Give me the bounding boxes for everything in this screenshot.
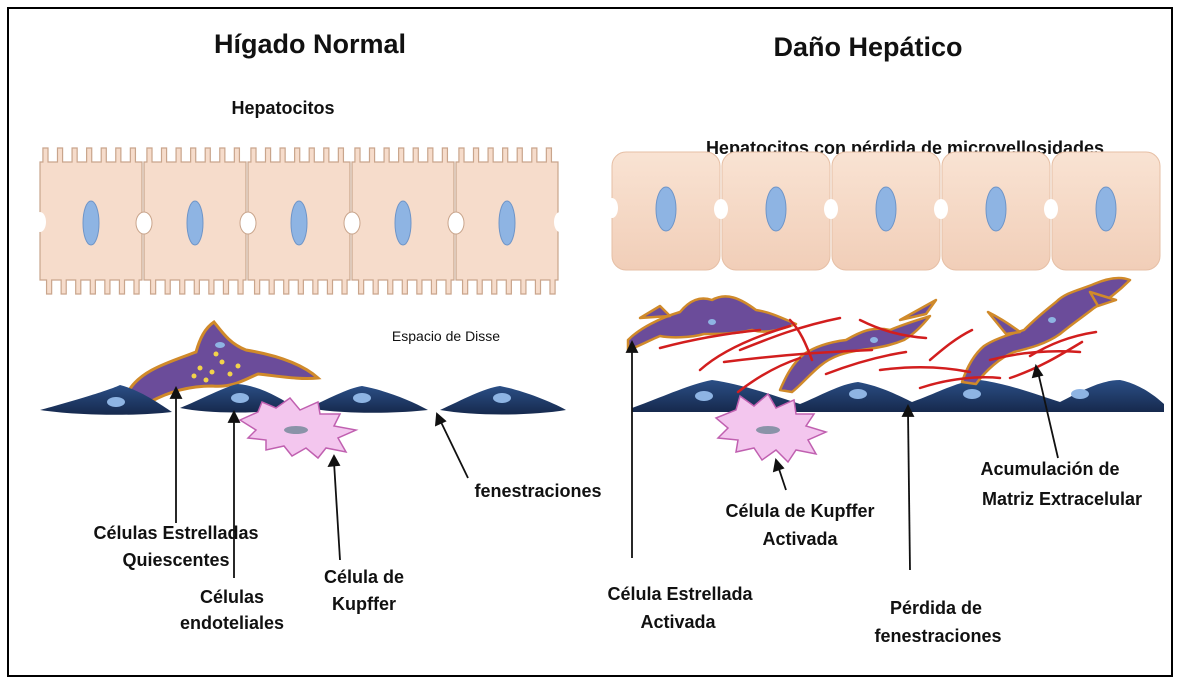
kupffer-label-2: Kupffer (332, 594, 396, 614)
ecm-label-2: Matriz Extracelular (982, 489, 1142, 509)
quiescent-stellate-label-1: Células Estrelladas (93, 523, 258, 543)
activated-kupffer-label-2: Activada (762, 529, 838, 549)
quiescent-stellate-label-2: Quiescentes (122, 550, 229, 570)
damaged-hepatocyte (612, 152, 720, 270)
activated-stellate-label-1: Célula Estrellada (607, 584, 753, 604)
disse-space-label: Espacio de Disse (392, 328, 500, 344)
damaged-hepatocyte-row (606, 152, 1160, 270)
normal-hepatocyte (136, 148, 246, 294)
normal-liver-title: Hígado Normal (214, 29, 406, 59)
activated-kupffer-label-1: Célula de Kupffer (725, 501, 874, 521)
normal-hepatocytes-title: Hepatocitos (231, 98, 334, 118)
normal-hepatocyte (240, 148, 350, 294)
liver-damage-title: Daño Hepático (773, 32, 962, 62)
loss-fenestrations-label-2: fenestraciones (874, 626, 1001, 646)
normal-hepatocyte (344, 148, 454, 294)
damaged-hepatocyte (824, 152, 940, 270)
normal-hepatocyte-row (34, 148, 566, 294)
fenestrations-label: fenestraciones (474, 481, 601, 501)
normal-hepatocyte (40, 148, 142, 294)
activated-stellate-label-2: Activada (640, 612, 716, 632)
ecm-label-1: Acumulación de (980, 459, 1119, 479)
endothelial-label-1: Células (200, 587, 264, 607)
damaged-hepatocyte (934, 152, 1050, 270)
normal-hepatocyte (448, 148, 558, 294)
endothelial-label-2: endoteliales (180, 613, 284, 633)
kupffer-label-1: Célula de (324, 567, 404, 587)
damaged-hepatocyte (1044, 152, 1160, 270)
loss-fenestrations-label-1: Pérdida de (890, 598, 982, 618)
damaged-hepatocyte (714, 152, 830, 270)
